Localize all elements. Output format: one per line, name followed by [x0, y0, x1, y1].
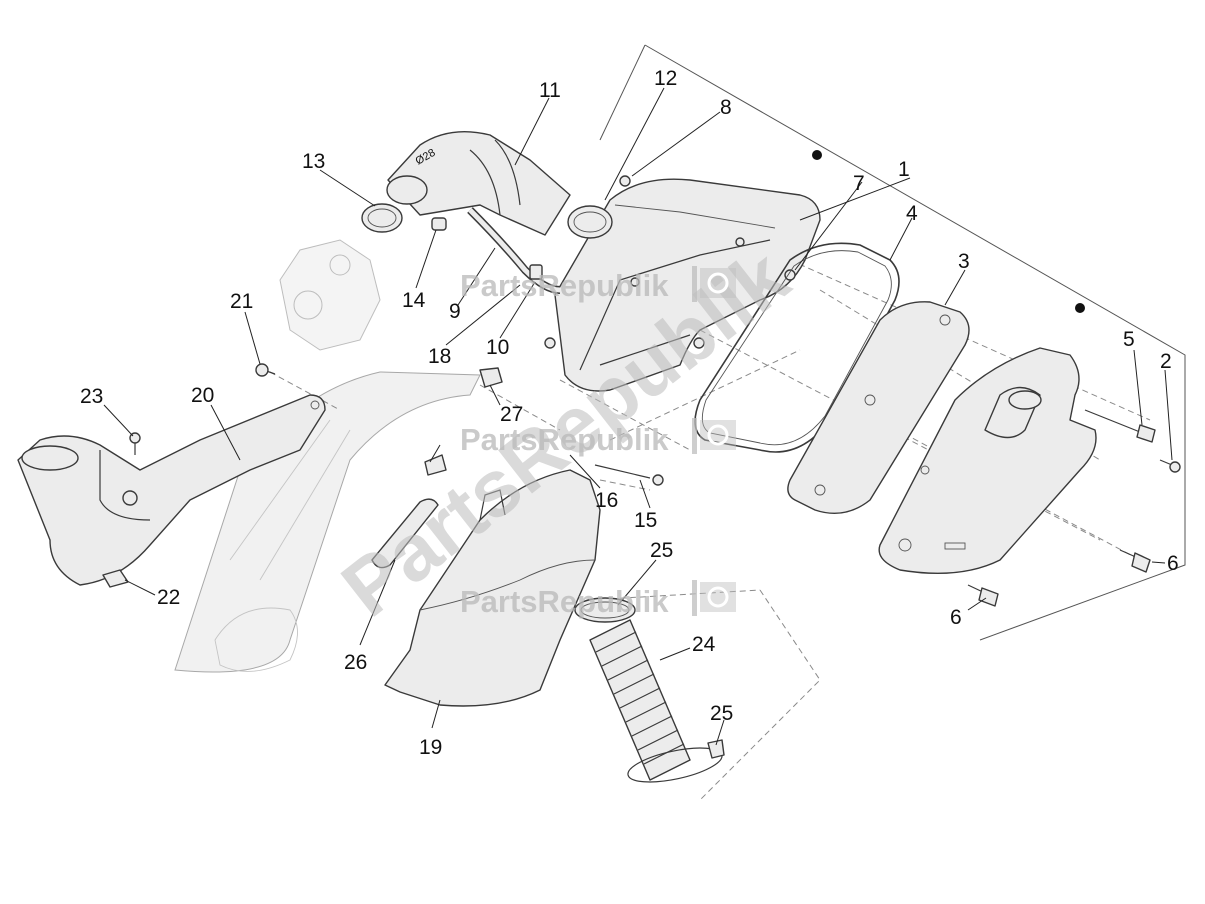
callout-3: 3 [958, 250, 970, 273]
grommet-7 [784, 269, 796, 281]
air-box-housing [544, 178, 821, 392]
callout-1: 1 [898, 158, 910, 181]
callout-10: 10 [486, 336, 509, 359]
callout-8: 8 [720, 96, 732, 119]
hose-band-25-top [574, 597, 636, 623]
flag-gear-icon [692, 266, 736, 302]
breather-hose [467, 207, 561, 294]
callout-14: 14 [402, 289, 426, 312]
callout-6-right: 6 [1167, 552, 1179, 575]
clip-16 [424, 454, 447, 476]
air-box-cover [878, 347, 1097, 575]
callout-21: 21 [230, 290, 253, 313]
callout-16: 16 [595, 489, 618, 512]
screw-6-right [1119, 549, 1151, 573]
clip-10 [529, 264, 543, 280]
watermark-text-top: PartsRepublik [460, 268, 669, 303]
callout-26: 26 [344, 651, 367, 674]
hose-clamp-13 [361, 203, 403, 233]
callout-15: 15 [634, 509, 657, 532]
callout-9: 9 [449, 300, 461, 323]
flag-gear-icon [692, 418, 736, 454]
callout-23: 23 [80, 385, 103, 408]
nut-27 [479, 367, 503, 388]
callout-2: 2 [1160, 350, 1172, 373]
callout-27: 27 [500, 403, 523, 426]
callout-4: 4 [906, 202, 918, 225]
assembly-dot-marker [1075, 303, 1085, 313]
screw-6-bottom [967, 584, 999, 607]
callout-12: 12 [654, 67, 677, 90]
callout-25-top: 25 [650, 539, 673, 562]
intake-duct: Ø28 [386, 130, 571, 236]
callout-6-bottom: 6 [950, 606, 962, 629]
watermark-text-middle: PartsRepublik [460, 422, 669, 457]
assembly-dot-marker [812, 150, 822, 160]
screw-21 [255, 363, 276, 377]
callout-20: 20 [191, 384, 214, 407]
throttle-body [279, 239, 381, 351]
grommet-8 [619, 175, 631, 187]
callout-leader-lines [103, 87, 1173, 746]
watermark-text-bottom: PartsRepublik [460, 584, 669, 619]
assembly-frame-lines [599, 44, 1186, 641]
bellows-hose [589, 619, 691, 781]
callout-25-bottom: 25 [710, 702, 733, 725]
screw-5 [1084, 409, 1156, 443]
screw-23 [129, 432, 141, 455]
screw-2 [1159, 459, 1181, 473]
screw-15 [594, 464, 664, 486]
resonator-gasket [371, 498, 439, 569]
callout-5: 5 [1123, 328, 1135, 351]
callout-18: 18 [428, 345, 451, 368]
callout-24: 24 [692, 633, 716, 656]
callout-13: 13 [302, 150, 325, 173]
callout-11: 11 [539, 79, 561, 102]
hose-clamp-12 [567, 205, 613, 239]
flag-gear-icon [692, 580, 736, 616]
intake-snorkel [17, 394, 326, 586]
callout-22: 22 [157, 586, 180, 609]
callout-7: 7 [853, 172, 865, 195]
resonator-box [384, 469, 601, 707]
cap-14 [431, 217, 447, 231]
callout-numbers: 1 2 3 4 5 6 6 7 8 9 10 11 12 13 14 15 16… [80, 67, 1179, 759]
air-filter-element [787, 301, 970, 514]
callout-19: 19 [419, 736, 442, 759]
